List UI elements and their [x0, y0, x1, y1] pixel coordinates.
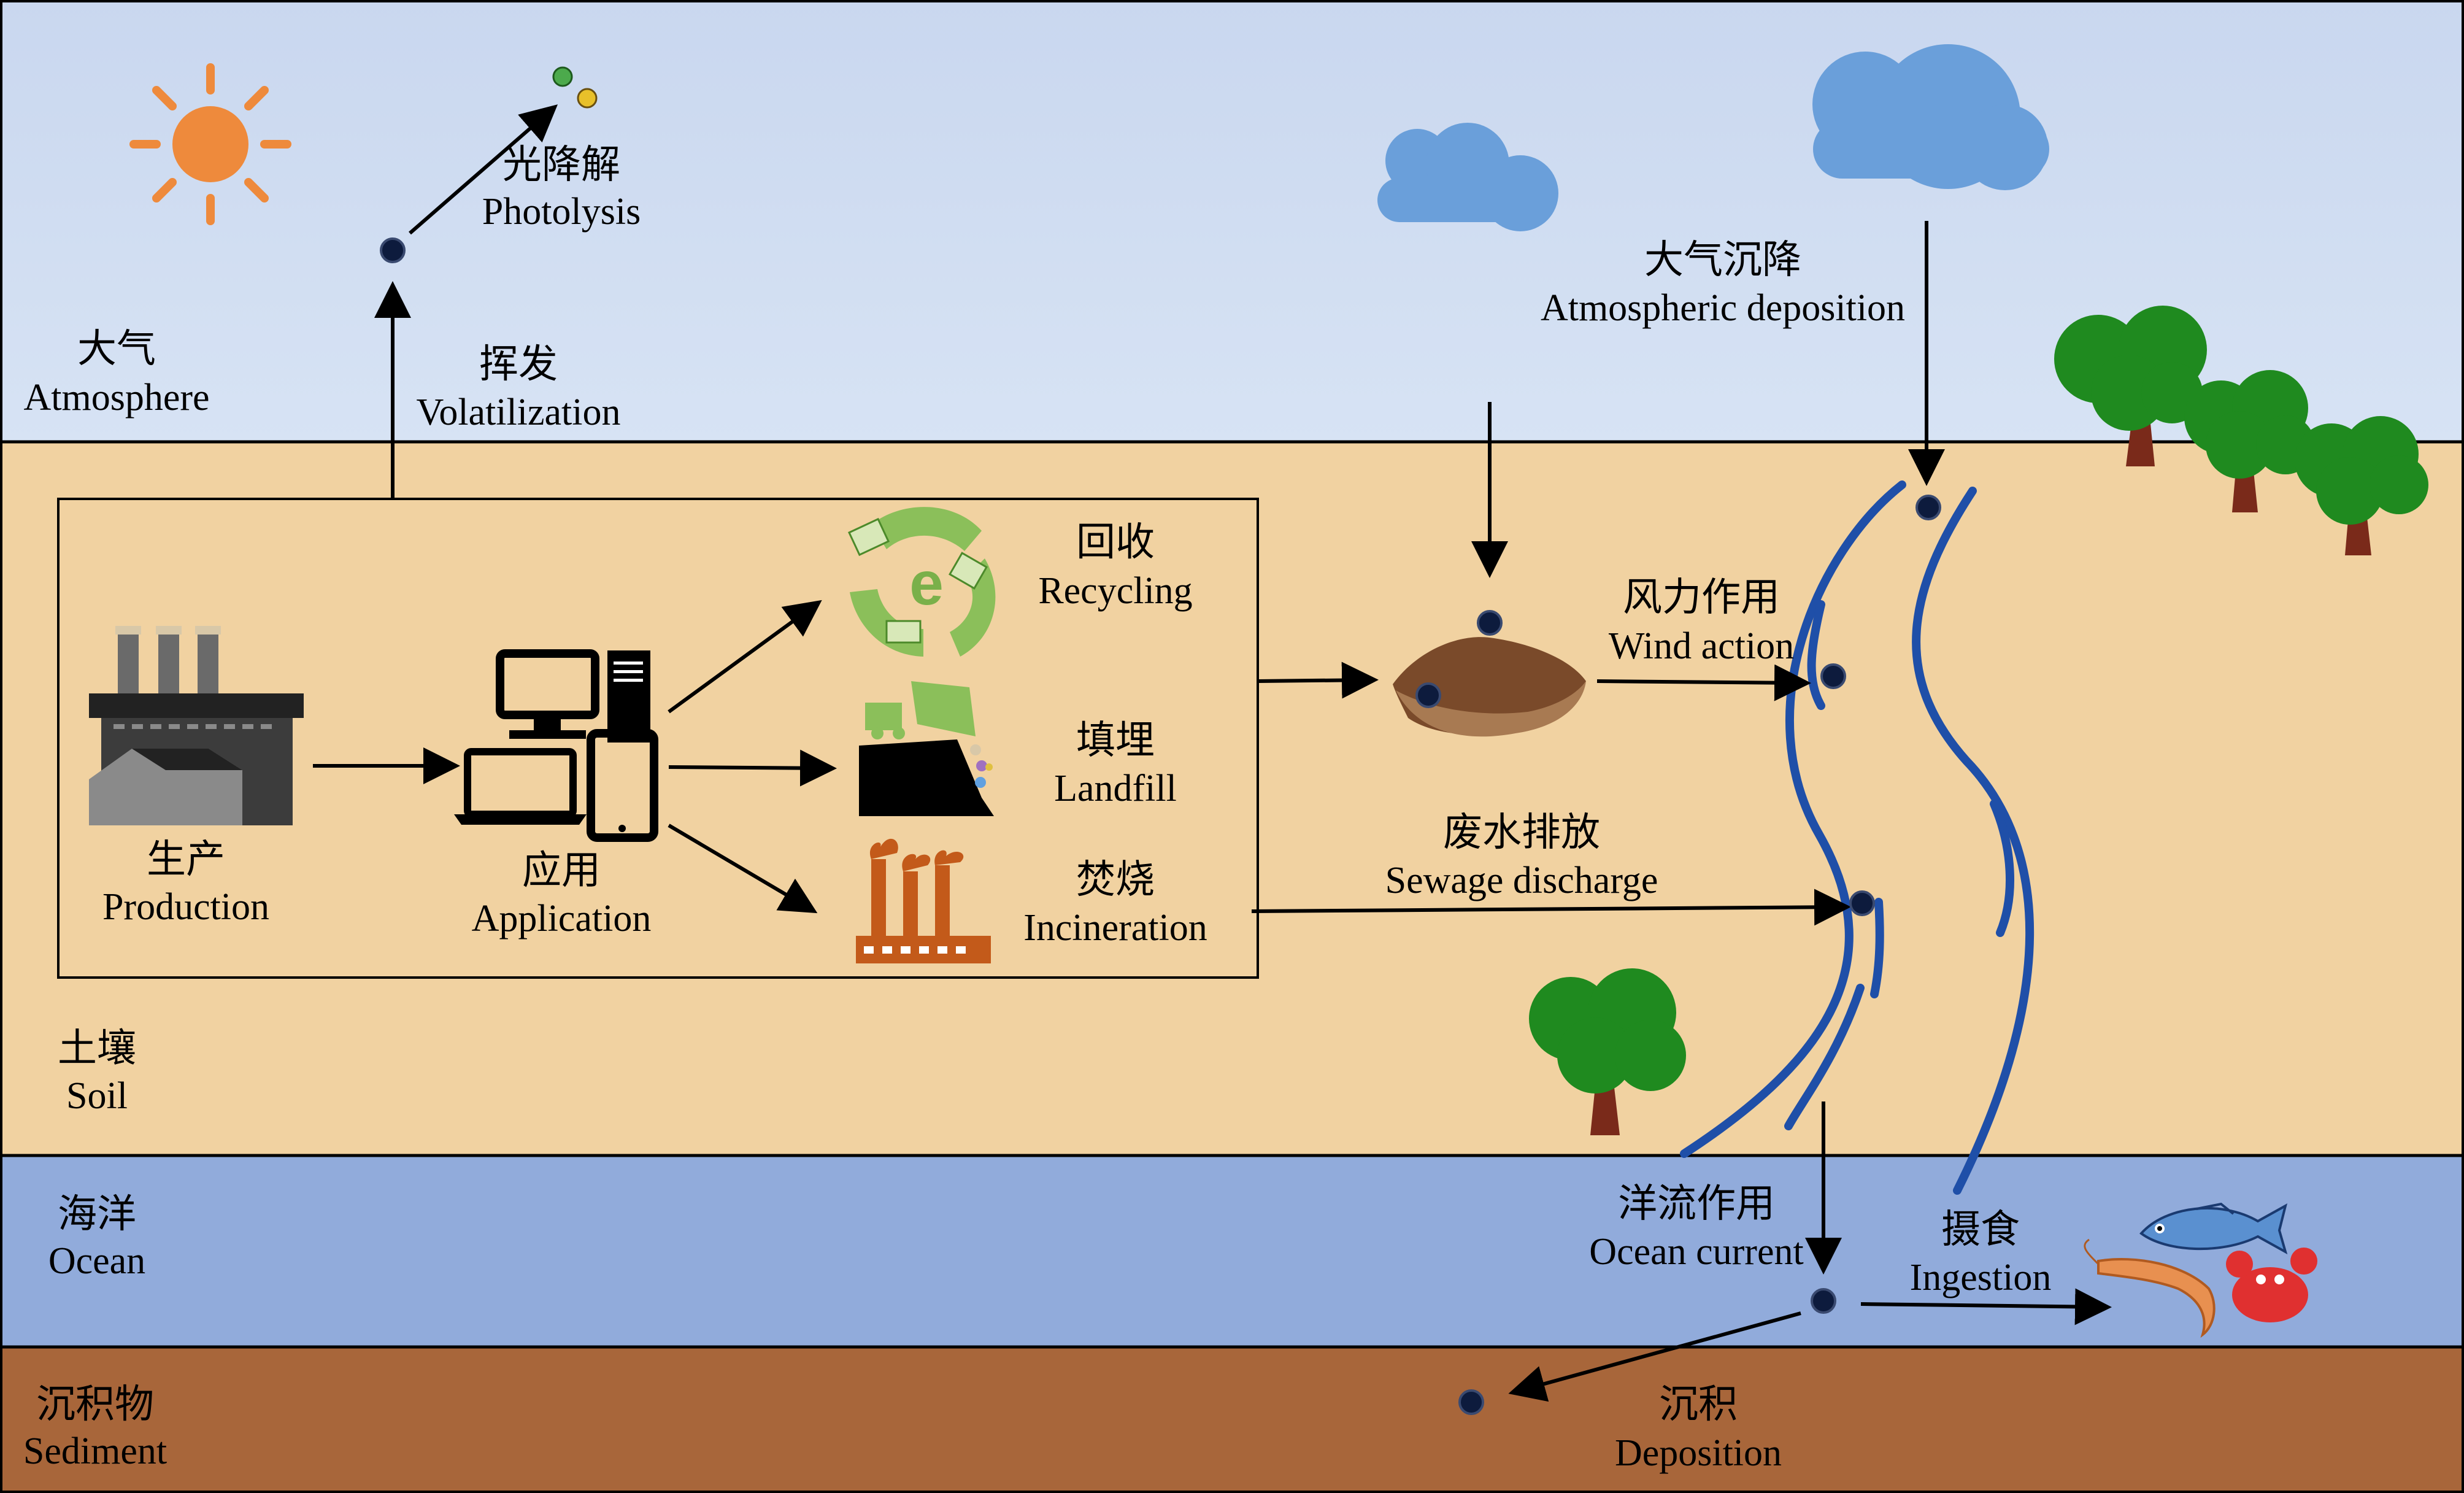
soil-pile-icon [1393, 637, 1586, 737]
wind-action-arrow [1596, 664, 1811, 701]
incineration-label-en: Incineration [1023, 907, 1207, 949]
factory-icon [89, 626, 304, 825]
atmosphere-label-cn: 大气 [77, 327, 156, 371]
incinerator-icon [856, 838, 991, 963]
production-label-cn: 生产 [147, 838, 225, 881]
ocean-band [0, 1155, 2464, 1347]
particle-dot [380, 237, 406, 263]
volatilization-label-en: Volatilization [417, 392, 621, 433]
volatilization-label-cn: 挥发 [479, 342, 558, 386]
lifecycle-box [57, 498, 1259, 979]
atmosphere-label-en: Atmosphere [23, 377, 209, 419]
atmosphere-band [0, 0, 2464, 442]
sewage-discharge-label-en: Sewage discharge [1385, 860, 1658, 901]
ocean-label-cn: 海洋 [58, 1192, 136, 1236]
incineration-label-cn: 焚烧 [1076, 858, 1155, 901]
photolysis-product-dot [552, 66, 573, 87]
atmospheric-deposition-label-cn: 大气沉降 [1644, 238, 1801, 282]
application-label-cn: 应用 [522, 849, 601, 892]
landfill-truck-icon [859, 681, 994, 816]
sediment-label-en: Sediment [23, 1430, 167, 1472]
ingestion-label-en: Ingestion [1910, 1257, 2052, 1298]
atmospheric-deposition-label-en: Atmospheric deposition [1541, 287, 1905, 329]
photolysis-label-cn: 光降解 [502, 143, 620, 187]
landfill-label-en: Landfill [1054, 768, 1177, 809]
particle-dot [1458, 1389, 1484, 1415]
particle-dot [1811, 1288, 1836, 1314]
soil-label-cn: 土壤 [58, 1027, 136, 1070]
ingestion-label-cn: 摄食 [1941, 1208, 2020, 1251]
recycle-icon-letter: e [909, 549, 944, 618]
river [1680, 480, 2035, 1195]
ocean-current-label-en: Ocean current [1589, 1231, 1803, 1273]
photolysis-arrow [409, 104, 558, 235]
ocean-current-label-cn: 洋流作用 [1618, 1182, 1775, 1225]
sediment-label-cn: 沉积物 [36, 1383, 154, 1426]
particle-dot [1477, 610, 1503, 636]
deposition-label-cn: 沉积 [1659, 1383, 1738, 1426]
recycling-label-en: Recycling [1038, 570, 1192, 612]
crab-icon [2226, 1248, 2317, 1322]
wind-action-label-en: Wind action [1609, 625, 1794, 667]
sewage-discharge-arrow [1251, 889, 1851, 926]
deposition-label-en: Deposition [1615, 1432, 1782, 1474]
sun-icon [129, 63, 291, 225]
application-to-incineration-arrow [668, 824, 818, 914]
recycle-icon: e [847, 507, 996, 657]
wind-action-label-cn: 风力作用 [1623, 576, 1780, 619]
tree-icon [2054, 306, 2207, 466]
photolysis-product-dot [577, 88, 598, 109]
recycling-label-cn: 回收 [1076, 520, 1155, 564]
large-cloud-icon [1812, 44, 2049, 190]
computer-icon [454, 649, 658, 842]
application-to-landfill-arrow [668, 749, 837, 787]
ingestion-arrow [1860, 1288, 2112, 1325]
shrimp-icon [2084, 1238, 2216, 1338]
particle-dot [1415, 682, 1441, 708]
box-to-soil-pile-arrow [1257, 662, 1379, 699]
production-label-en: Production [102, 886, 269, 928]
particle-dot [1849, 890, 1875, 916]
soil-label-en: Soil [66, 1075, 128, 1117]
ocean-label-en: Ocean [48, 1240, 145, 1282]
particle-dot [1820, 663, 1846, 689]
fish-icon [2139, 1202, 2288, 1255]
landfill-label-cn: 填埋 [1076, 719, 1155, 762]
tree-icon [1529, 968, 1686, 1135]
application-to-recycling-arrow [668, 600, 822, 714]
photolysis-label-en: Photolysis [482, 191, 641, 233]
application-label-en: Application [472, 898, 652, 939]
small-cloud-icon [1377, 123, 1558, 231]
deposition-arrow [1508, 1311, 1801, 1402]
particle-dot [1915, 495, 1941, 520]
tree-icon [2295, 416, 2428, 555]
sediment-band [0, 1347, 2464, 1493]
soil-band [0, 442, 2464, 1155]
sewage-discharge-label-cn: 废水排放 [1443, 811, 1600, 854]
